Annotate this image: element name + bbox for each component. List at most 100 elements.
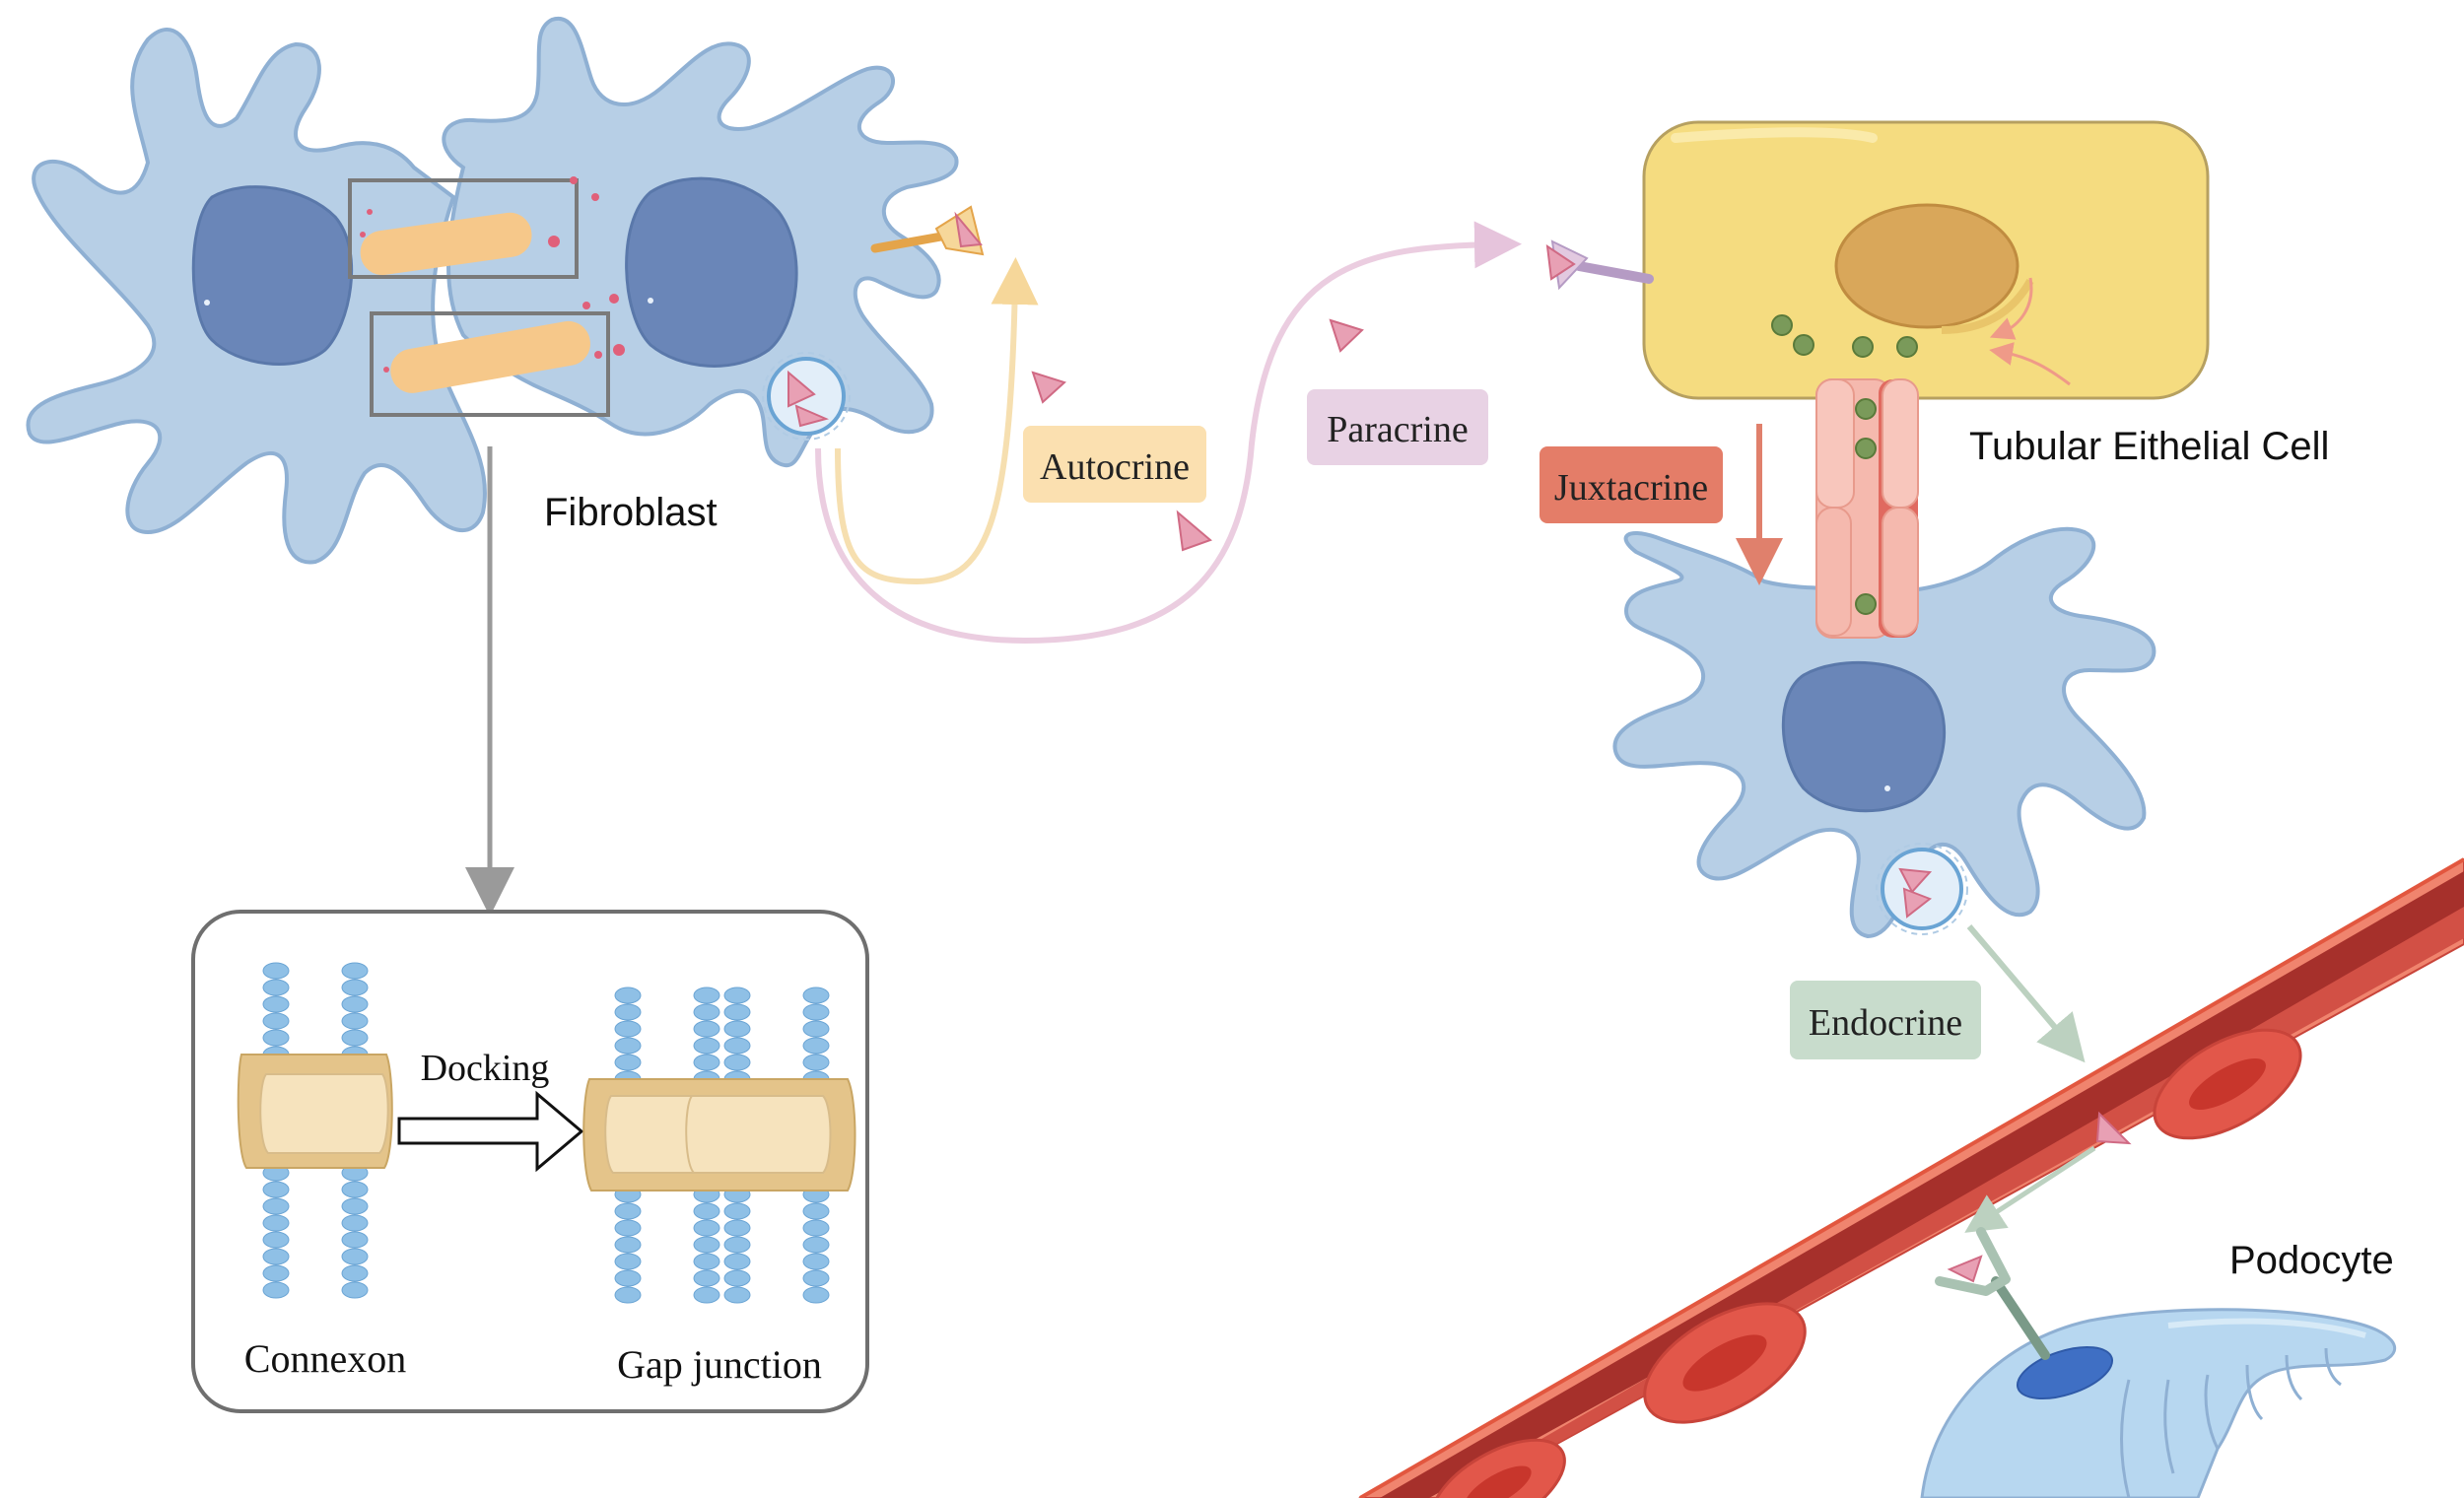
membrane-bead-icon <box>262 1012 290 1030</box>
gap-junction-icon <box>582 1078 856 1192</box>
autocrine-label: Autocrine <box>1023 426 1206 503</box>
membrane-bead-icon <box>693 1253 720 1270</box>
membrane-bead-icon <box>341 1012 369 1030</box>
membrane-bead-icon <box>341 979 369 996</box>
membrane-bead-icon <box>802 987 830 1004</box>
membrane-bead-icon <box>723 1286 751 1304</box>
vesicle-icon <box>1876 843 1968 935</box>
endocrine-arrow <box>1966 924 2086 1063</box>
membrane-bead-icon <box>802 1037 830 1055</box>
membrane-bead-icon <box>802 1054 830 1071</box>
svg-text:Juxtacrine: Juxtacrine <box>1554 467 1708 509</box>
tubular-nucleus <box>1834 203 2019 329</box>
membrane-bead-icon <box>341 1197 369 1215</box>
membrane-bead-icon <box>614 1202 642 1220</box>
membrane-bead-icon <box>341 1181 369 1198</box>
paracrine-arrow <box>815 221 1522 645</box>
membrane-bead-icon <box>262 995 290 1013</box>
membrane-bead-icon <box>693 1020 720 1038</box>
membrane-bead-icon <box>341 1029 369 1047</box>
ligand-triangle-icon <box>1176 510 1212 552</box>
gap-junction-channels <box>348 176 625 417</box>
membrane-bead-icon <box>723 1054 751 1071</box>
highlight-box-upper <box>348 178 579 279</box>
membrane-bead-icon <box>262 1264 290 1282</box>
membrane-bead-icon <box>723 1020 751 1038</box>
vesicle-icon <box>762 352 851 441</box>
membrane-bead-icon <box>262 962 290 980</box>
receptor-icon <box>870 205 985 256</box>
fibroblast-lower <box>1612 526 2156 939</box>
membrane-bead-icon <box>693 1202 720 1220</box>
membrane-bead-icon <box>341 1264 369 1282</box>
membrane-bead-icon <box>614 1020 642 1038</box>
membrane-bead-icon <box>262 1248 290 1265</box>
membrane-bead-icon <box>723 1269 751 1287</box>
membrane-bead-icon <box>802 1286 830 1304</box>
ligand-triangle-icon <box>1545 243 1576 281</box>
membrane-bead-icon <box>614 1286 642 1304</box>
podocyte <box>1920 1227 2397 1498</box>
ligand-triangle-icon <box>1031 371 1066 404</box>
paracrine-label: Paracrine <box>1307 389 1488 465</box>
membrane-bead-icon <box>693 1269 720 1287</box>
red-blood-cell-icon <box>1430 1438 1566 1498</box>
membrane-bead-icon <box>802 1219 830 1237</box>
connexon-icon <box>237 1054 393 1169</box>
membrane-bead-icon <box>693 1286 720 1304</box>
membrane-bead-icon <box>723 987 751 1004</box>
membrane-bead-icon <box>341 962 369 980</box>
membrane-bead-icon <box>614 1269 642 1287</box>
circulation-arrow <box>1964 1145 2096 1233</box>
tubular-cell-label: Tubular Eithelial Cell <box>1969 425 2329 468</box>
receptor-icon <box>1545 239 1654 291</box>
membrane-bead-icon <box>723 1003 751 1021</box>
ligand-triangle-icon <box>1329 318 1364 353</box>
membrane-bead-icon <box>614 1219 642 1237</box>
nucleus-right <box>625 176 798 368</box>
red-blood-cell-icon <box>1643 1302 1807 1424</box>
membrane-bead-icon <box>341 995 369 1013</box>
membrane-bead-icon <box>802 1253 830 1270</box>
juxtacrine-channel <box>1815 378 1919 639</box>
membrane-bead-icon <box>802 1020 830 1038</box>
gap-junction-label: Gap junction <box>617 1342 822 1387</box>
autocrine-arrow <box>835 257 1039 585</box>
svg-text:Autocrine: Autocrine <box>1040 446 1190 488</box>
membrane-bead-icon <box>614 1054 642 1071</box>
ligand-triangle-icon <box>1947 1255 1983 1283</box>
membrane-bead-icon <box>262 1197 290 1215</box>
membrane-bead-icon <box>693 1219 720 1237</box>
membrane-bead-icon <box>802 1269 830 1287</box>
docking-label: Docking <box>421 1048 550 1089</box>
ligand-triangle-icon <box>2095 1111 2132 1145</box>
membrane-bead-icon <box>693 987 720 1004</box>
membrane-bead-icon <box>614 1253 642 1270</box>
membrane-bead-icon <box>723 1037 751 1055</box>
receptor-icon <box>1935 1227 2050 1360</box>
membrane-bead-icon <box>693 1037 720 1055</box>
membrane-bead-icon <box>693 1236 720 1254</box>
membrane-bead-icon <box>262 1281 290 1299</box>
endocrine-label: Endocrine <box>1790 981 1981 1059</box>
juxtacrine-label: Juxtacrine <box>1540 446 1723 523</box>
membrane-bead-icon <box>262 1029 290 1047</box>
docking-arrow <box>397 1090 584 1173</box>
svg-text:Paracrine: Paracrine <box>1327 409 1468 450</box>
gap-junction-inset: Docking Connexon Gap junction <box>191 910 869 1413</box>
membrane-bead-icon <box>723 1202 751 1220</box>
membrane-bead-icon <box>614 1003 642 1021</box>
membrane-bead-icon <box>341 1231 369 1249</box>
membrane-bead-icon <box>723 1219 751 1237</box>
podocyte-label: Podocyte <box>2229 1239 2394 1282</box>
connexon-label: Connexon <box>244 1336 406 1381</box>
blood-vessel <box>1358 857 2464 1498</box>
membrane-bead-icon <box>341 1281 369 1299</box>
membrane-bead-icon <box>614 1236 642 1254</box>
nucleus-left <box>191 185 354 366</box>
fibroblast-left <box>26 28 487 565</box>
membrane-bead-icon <box>341 1248 369 1265</box>
membrane-bead-icon <box>614 1037 642 1055</box>
membrane-bead-icon <box>262 979 290 996</box>
